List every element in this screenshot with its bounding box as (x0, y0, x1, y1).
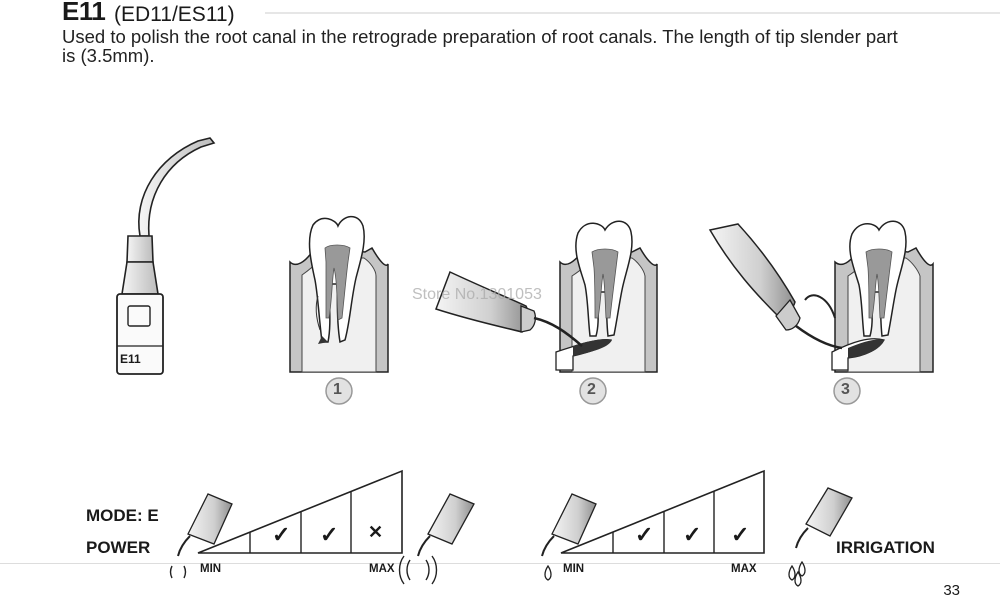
irrigation-handpiece-max-icon (788, 487, 853, 587)
irrigation-mark-1: ✓ (635, 522, 654, 547)
step-1-number: 1 (333, 381, 342, 398)
irrigation-chart (541, 469, 853, 587)
power-max-label: MAX (369, 563, 395, 575)
irrigation-max-label: MAX (731, 563, 757, 575)
irrigation-label: IRRIGATION (836, 538, 935, 557)
irrigation-min-label: MIN (563, 563, 585, 575)
power-mark-3: ✕ (368, 522, 384, 542)
irrigation-mark-2: ✓ (683, 522, 702, 547)
step-2-number: 2 (587, 381, 596, 398)
page-number: 33 (943, 582, 960, 599)
step-1-circle (325, 377, 353, 405)
irrigation-mark-3: ✓ (731, 522, 750, 547)
power-handpiece-min-icon (169, 493, 233, 579)
power-mark-2: ✓ (320, 522, 339, 547)
step-3-number: 3 (841, 381, 850, 398)
footer-rule (0, 563, 1000, 564)
power-chart (169, 469, 475, 585)
irrigation-handpiece-min-icon (541, 493, 597, 581)
step-1-illustration (289, 215, 389, 373)
power-mark-1: ✓ (272, 522, 291, 547)
tip-shank-label: E11 (120, 352, 141, 366)
tip-illustration (116, 137, 216, 375)
power-handpiece-max-icon (398, 493, 475, 585)
tip-code: E11 (62, 0, 106, 26)
watermark: Store No.1301053 (412, 286, 542, 303)
step-2-circle (579, 377, 607, 405)
step-3-illustration (708, 220, 934, 373)
step-2-illustration (435, 220, 658, 373)
tip-variants: (ED11/ES11) (114, 3, 235, 26)
power-min-label: MIN (200, 563, 222, 575)
header-rule (265, 12, 1000, 14)
step-3-circle (833, 377, 861, 405)
power-label: POWER (86, 538, 151, 557)
tip-description: Used to polish the root canal in the ret… (62, 26, 898, 66)
mode-label: MODE: E (86, 506, 159, 525)
